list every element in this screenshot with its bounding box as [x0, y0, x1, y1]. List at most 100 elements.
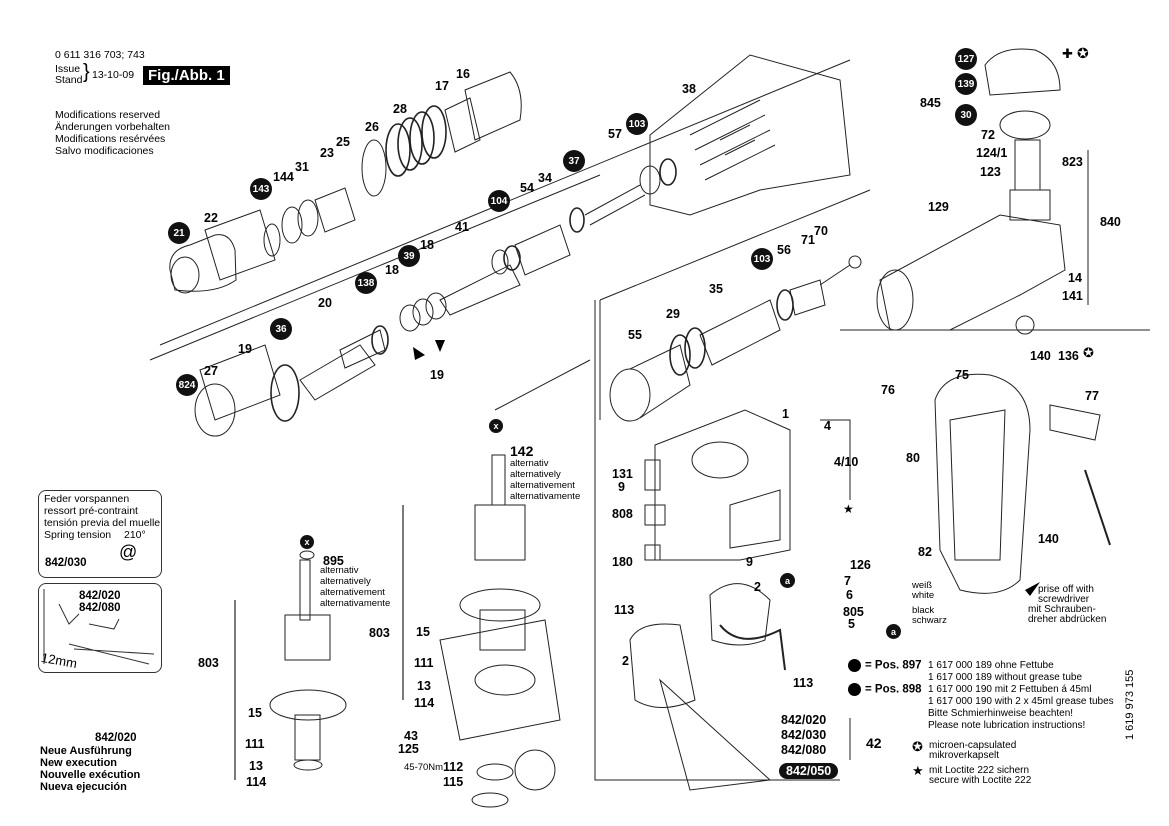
spring-note-es: tensión previa del muelle: [44, 517, 161, 529]
label-56: 56: [777, 243, 791, 257]
spiral-spring-icon: @: [119, 542, 138, 562]
badge-139: 139: [955, 73, 977, 95]
new-execution-de: Neue Ausführung: [40, 745, 132, 757]
label-141: 141: [1062, 289, 1083, 303]
label-4: 4: [824, 419, 831, 433]
spring-note-en: Spring tension: [44, 529, 112, 541]
label-71: 71: [801, 233, 815, 247]
label-129: 129: [928, 200, 949, 214]
microencapsulated-icon: ✪: [1083, 345, 1094, 360]
spring-note-de: Feder vorspannen: [44, 493, 130, 505]
grease-line-3: 1 617 000 190 mit 2 Fettuben á 45ml: [928, 684, 1092, 695]
badge-127: 127: [955, 48, 977, 70]
label-70: 70: [814, 224, 828, 238]
label-842-050: 842/050: [779, 763, 839, 779]
frame-line-mid: [149, 174, 601, 361]
label-27: 27: [204, 364, 218, 378]
black-dot-icon: [848, 683, 861, 696]
label-14: 14: [1068, 271, 1082, 285]
label-13-left: 13: [249, 759, 263, 773]
label-26: 26: [365, 120, 379, 134]
badge-824: 824: [176, 374, 198, 396]
label-126: 126: [850, 558, 871, 572]
label-9-top: 9: [618, 480, 625, 494]
prise-note-3: mit Schrauben-: [1028, 604, 1096, 615]
label-842-030: 842/030: [781, 728, 827, 742]
label-29: 29: [666, 307, 680, 321]
label-144: 144: [273, 170, 294, 184]
label-19-detail: 19: [430, 368, 444, 382]
label-15-right: 15: [416, 625, 430, 639]
grease-pos-898-label: = Pos. 898: [865, 683, 922, 696]
grease-line-2: 1 617 000 189 without grease tube: [928, 672, 1083, 683]
grease-line-5: Bitte Schmierhinweise beachten!: [928, 708, 1074, 719]
label-38: 38: [682, 82, 696, 96]
label-140-bottom: 140: [1038, 532, 1059, 546]
switch-housing-drawing: [644, 409, 791, 561]
issue-date: 13-10-09: [92, 69, 135, 81]
label-77: 77: [1085, 389, 1099, 403]
label-57: 57: [608, 127, 622, 141]
label-80: 80: [906, 451, 920, 465]
gear-housing-drawing: [649, 54, 851, 216]
prise-note-4: dreher abdrücken: [1028, 614, 1107, 625]
label-113-left: 113: [614, 603, 635, 617]
badge-30: 30: [955, 104, 977, 126]
label-142: 142: [510, 443, 534, 459]
alt-142-en: alternatively: [510, 469, 561, 480]
legend-micro-2: mikroverkapselt: [929, 750, 1000, 761]
label-35: 35: [709, 282, 723, 296]
label-19: 19: [238, 342, 252, 356]
label-9-bottom: 9: [746, 555, 753, 569]
wire-black-en: black: [912, 605, 935, 616]
alt-895-de: alternativ: [320, 565, 359, 576]
label-72: 72: [981, 128, 995, 142]
wire-white-en: white: [912, 590, 935, 601]
label-845: 845: [920, 96, 941, 110]
alt-895-fr: alternativement: [320, 587, 385, 598]
label-1: 1: [782, 407, 789, 421]
label-115: 115: [443, 775, 464, 789]
label-112: 112: [443, 760, 464, 774]
prise-note-1: prise off with: [1038, 584, 1094, 595]
label-28: 28: [393, 102, 407, 116]
label-25: 25: [336, 135, 350, 149]
label-180: 180: [612, 555, 633, 569]
torx-icon: ✚: [1062, 46, 1073, 61]
label-136: 136: [1058, 349, 1079, 363]
new-execution-en: New execution: [40, 757, 118, 769]
wire-black-de: schwarz: [912, 615, 947, 626]
figure-title: Fig./Abb. 1: [143, 66, 230, 85]
new-execution-part: 842/020: [95, 732, 137, 744]
badge-a-bottom: a: [886, 624, 901, 639]
spindle-drawing: [194, 158, 677, 437]
label-140-top: 140: [1030, 349, 1051, 363]
part-number: 0 611 316 703; 743: [55, 49, 145, 61]
pliers-part-1: 842/020: [79, 590, 121, 602]
new-execution-es: Nueva ejecución: [40, 781, 127, 793]
badge-104: 104: [488, 190, 510, 212]
label-2-left: 2: [622, 654, 629, 668]
label-842-020: 842/020: [781, 713, 827, 727]
label-111-right: 111: [414, 656, 434, 670]
label-54: 54: [520, 181, 534, 195]
frame-line-lower-left: [594, 300, 840, 781]
grease-pos-897-label: = Pos. 897: [865, 659, 922, 672]
label-808: 808: [612, 507, 633, 521]
label-17: 17: [435, 79, 449, 93]
grease-pos-897: = Pos. 897: [848, 659, 922, 672]
label-2-right: 2: [754, 580, 761, 594]
label-23: 23: [320, 146, 334, 160]
label-124-1: 124/1: [976, 146, 1008, 160]
handle-drawing: [934, 373, 1111, 594]
label-76: 76: [881, 383, 895, 397]
label-6: 6: [846, 588, 853, 602]
label-42: 42: [866, 735, 882, 751]
grease-line-4: 1 617 000 190 with 2 x 45ml grease tubes: [928, 696, 1114, 707]
badge-103-bottom: 103: [751, 248, 773, 270]
stand-label: Stand: [55, 74, 83, 86]
label-5: 5: [848, 617, 855, 631]
modifications-en: Modifications reserved: [55, 109, 161, 121]
